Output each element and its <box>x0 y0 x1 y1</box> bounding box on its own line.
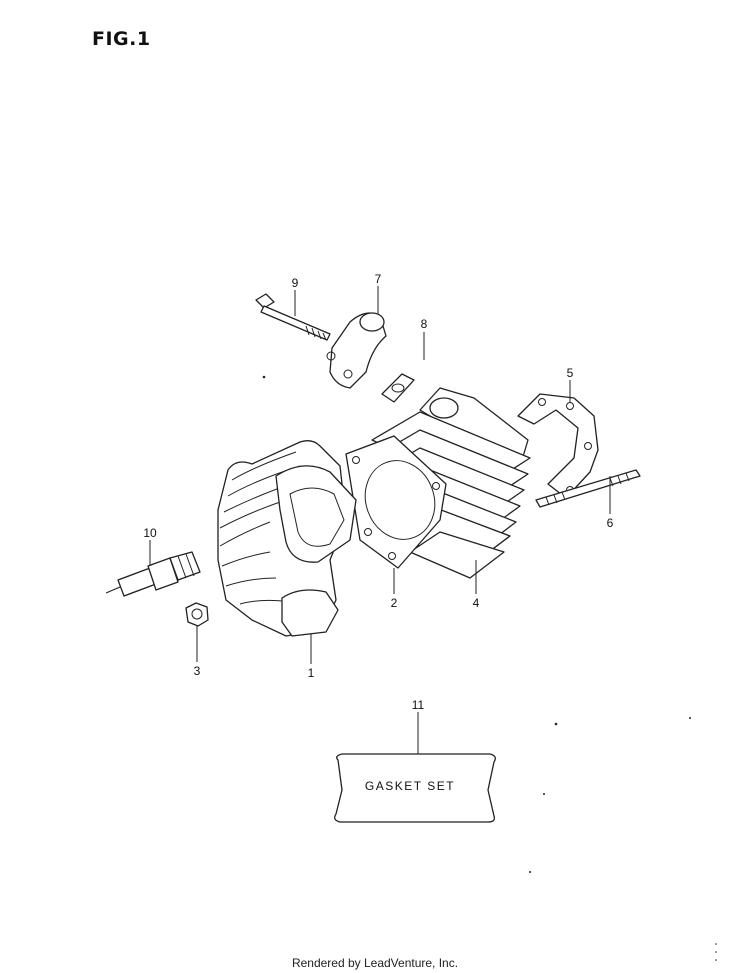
small-gasket-part <box>381 373 415 403</box>
callout-4: 4 <box>473 596 480 610</box>
footer-credit: Rendered by LeadVenture, Inc. <box>291 956 459 970</box>
leader-lines <box>149 286 611 756</box>
gasket-set-box: GASKET SET <box>334 753 496 823</box>
callout-9: 9 <box>292 276 299 290</box>
callout-1: 1 <box>308 666 315 680</box>
base-gasket-part <box>517 393 599 499</box>
bolt-part <box>255 293 331 341</box>
callout-11: 11 <box>412 698 425 712</box>
stud-part <box>535 469 641 508</box>
callout-2: 2 <box>391 596 398 610</box>
callout-6: 6 <box>607 516 614 530</box>
callout-8: 8 <box>421 317 428 331</box>
head-gasket-part <box>345 435 447 569</box>
callout-5: 5 <box>567 366 574 380</box>
gasket-set-label: GASKET SET <box>365 779 455 793</box>
print-specks <box>262 375 717 961</box>
callout-7: 7 <box>375 272 382 286</box>
intake-elbow-part <box>326 312 387 389</box>
nut-part <box>185 602 209 627</box>
spark-plug-part <box>105 551 201 597</box>
figure-title: FIG.1 <box>92 28 151 50</box>
callout-10: 10 <box>143 526 157 540</box>
callout-3: 3 <box>194 664 201 678</box>
cylinder-head-part <box>217 440 357 637</box>
